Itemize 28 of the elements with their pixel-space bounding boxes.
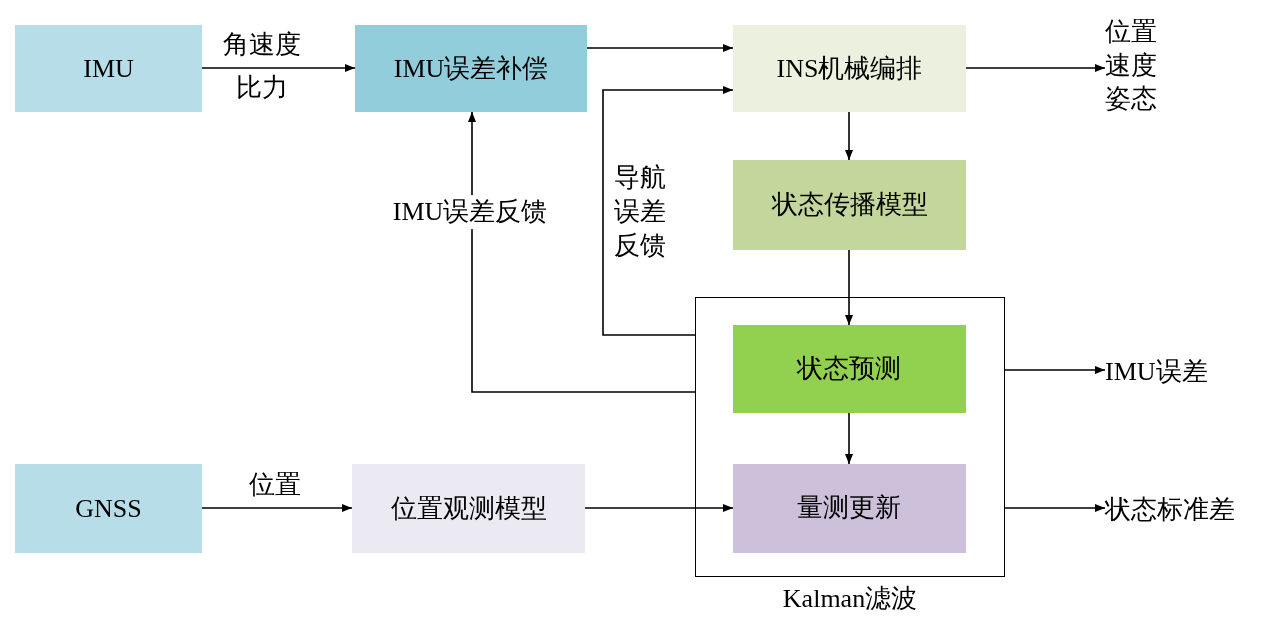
arrow <box>845 111 853 161</box>
arrow <box>965 64 1106 72</box>
output-label: 位置速度姿态 <box>1105 15 1158 116</box>
process-box: 状态预测 <box>732 324 966 413</box>
edge-label: 导航误差反馈 <box>613 162 667 262</box>
process-box: 量测更新 <box>732 463 966 553</box>
process-box: GNSS <box>15 464 202 553</box>
arrow <box>1004 366 1106 374</box>
arrow <box>201 504 353 512</box>
arrow <box>1004 504 1106 512</box>
process-box: IMU误差补偿 <box>355 25 587 112</box>
process-box: 位置观测模型 <box>352 464 585 553</box>
edge-label: IMU误差反馈 <box>392 195 548 229</box>
output-label: 状态标准差 <box>1105 494 1235 527</box>
edge-label: 位置 <box>249 469 301 502</box>
arrow <box>468 111 696 393</box>
edge-label: 角速度比力 <box>222 29 302 104</box>
arrow <box>584 504 734 512</box>
process-box: INS机械编排 <box>733 25 966 112</box>
process-box: IMU <box>15 25 202 112</box>
arrow <box>845 412 853 465</box>
process-box: 状态传播模型 <box>733 160 966 250</box>
arrow <box>586 44 734 52</box>
arrow <box>845 249 853 326</box>
group-title: Kalman滤波 <box>781 583 919 615</box>
arrow <box>602 86 734 336</box>
arrow <box>201 64 356 72</box>
output-label: IMU误差 <box>1105 356 1208 389</box>
